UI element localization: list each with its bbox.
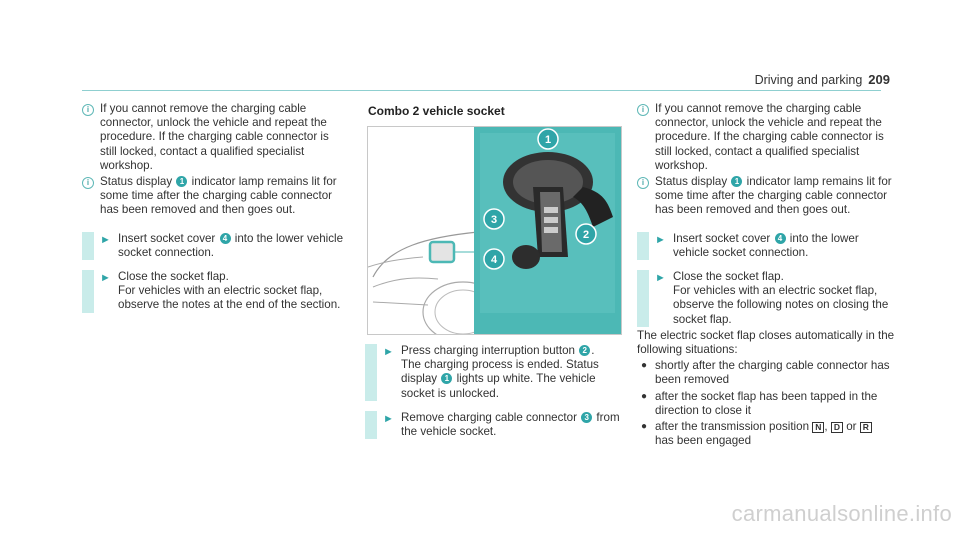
callout-2: 2 — [583, 229, 589, 241]
step-arrow-icon: ► — [383, 346, 394, 358]
step-close-flap: ► Close the socket flap.For vehicles wit… — [637, 270, 897, 327]
column-left: i If you cannot remove the charging cabl… — [82, 102, 344, 323]
callout-3: 3 — [491, 214, 497, 226]
callout-1: 1 — [545, 134, 551, 146]
step-close-flap: ► Close the socket flap.For vehicles wit… — [82, 270, 344, 313]
page-number: 209 — [868, 72, 890, 87]
list-item: ●after the transmission position N, D or… — [637, 420, 897, 448]
bullet-icon: ● — [641, 390, 648, 402]
info-note-1: i If you cannot remove the charging cabl… — [637, 102, 897, 173]
closing-conditions-list: ●shortly after the charging cable connec… — [637, 359, 897, 448]
step-arrow-icon: ► — [383, 412, 394, 425]
callout-4: 4 — [491, 254, 498, 266]
step-press-button: ► Press charging interruption button 2.T… — [365, 344, 623, 401]
step-arrow-icon: ► — [100, 233, 111, 246]
step-insert-cover: ► Insert socket cover 4 into the lower v… — [82, 231, 344, 261]
step-arrow-icon: ► — [655, 233, 666, 246]
figure-title: Combo 2 vehicle socket — [368, 104, 505, 118]
callout-3-icon: 3 — [581, 411, 593, 423]
callout-1-icon: 1 — [176, 176, 188, 188]
info-note-1: i If you cannot remove the charging cabl… — [82, 102, 344, 173]
callout-4-icon: 4 — [219, 232, 231, 244]
info-icon: i — [637, 104, 649, 116]
list-item: ●after the socket flap has been tapped i… — [637, 390, 897, 418]
callout-4-icon: 4 — [774, 232, 786, 244]
socket-illustration: 1 2 3 4 — [368, 127, 621, 334]
info-note-2: i Status display 1 indicator lamp remain… — [637, 175, 897, 218]
bullet-icon: ● — [641, 421, 648, 433]
bullet-icon: ● — [641, 360, 648, 372]
step-arrow-icon: ► — [655, 272, 666, 285]
callout-1-icon: 1 — [441, 373, 453, 385]
header-rule — [82, 90, 881, 91]
step-insert-cover: ► Insert socket cover 4 into the lower v… — [637, 231, 897, 261]
callout-2-icon: 2 — [579, 345, 591, 356]
callout-1-icon: 1 — [731, 176, 743, 188]
info-note-2: i Status display 1 indicator lamp remain… — [82, 175, 344, 218]
section-name: Driving and parking — [754, 73, 863, 87]
info-icon: i — [637, 177, 649, 190]
flap-closing-paragraph: The electric socket flap closes automati… — [637, 328, 895, 357]
column-right: i If you cannot remove the charging cabl… — [637, 102, 897, 448]
info-icon: i — [82, 104, 94, 116]
step-remove-connector: ► Remove charging cable connector 3 from… — [365, 410, 623, 440]
gear-r-key: R — [859, 422, 872, 434]
gear-d-key: D — [830, 422, 843, 434]
list-item: ●shortly after the charging cable connec… — [637, 359, 897, 387]
column-middle: ► Press charging interruption button 2.T… — [365, 344, 623, 449]
page-header: Driving and parking 209 — [755, 72, 890, 87]
info-icon: i — [82, 177, 94, 190]
gear-n-key: N — [812, 422, 825, 434]
socket-figure: 1 2 3 4 — [367, 126, 622, 335]
step-arrow-icon: ► — [100, 272, 111, 285]
watermark: carmanualsonline.info — [731, 501, 952, 526]
